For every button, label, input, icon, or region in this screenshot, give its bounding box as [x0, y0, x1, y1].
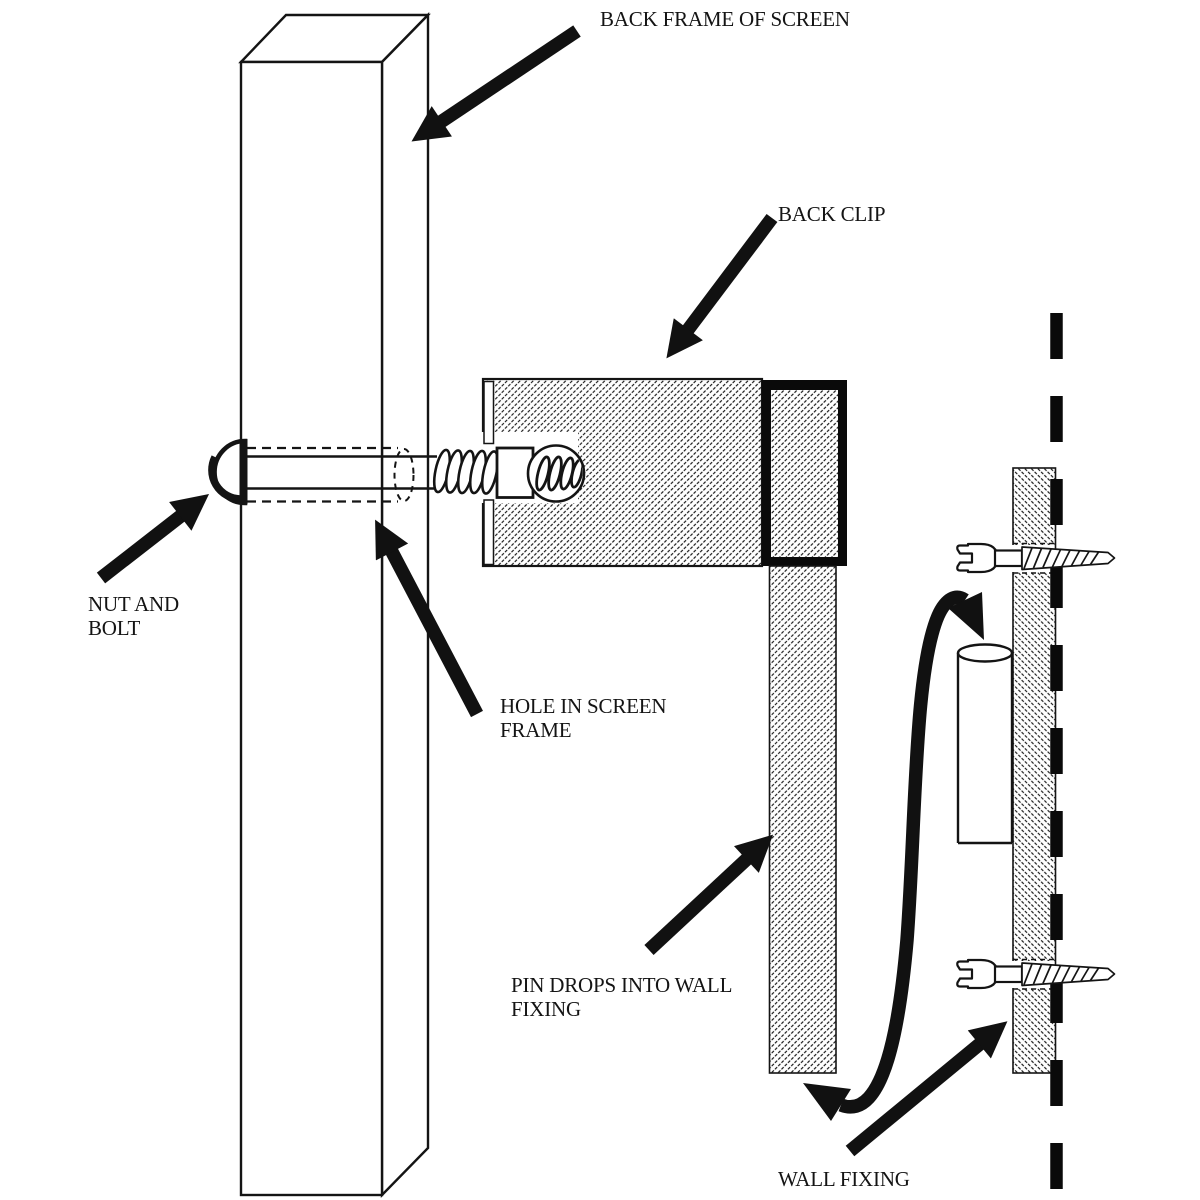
post-front-face [239, 60, 384, 1197]
clip-slot-bottom [483, 499, 495, 566]
label-wall-fixing: WALL FIXING [778, 1167, 910, 1191]
curved-arrowhead-top [948, 592, 984, 640]
pin-cylinder [956, 643, 1014, 845]
clip-bracket [762, 380, 847, 566]
back-frame-post [238, 12, 431, 1198]
curved-arrow [803, 590, 984, 1121]
arrow-back-clip [666, 213, 778, 359]
nut-and-bolt [208, 438, 586, 506]
arrow-wall-fixing [845, 1021, 1008, 1157]
label-hole-in-screen-frame: HOLE IN SCREEN FRAME [500, 694, 667, 742]
label-back-clip: BACK CLIP [778, 202, 886, 226]
clip-slot-top [483, 380, 495, 445]
wall-screw-top [956, 542, 1116, 574]
hole-ellipse [393, 448, 415, 502]
nut [495, 446, 535, 499]
hole-in-frame-dashed [247, 446, 415, 503]
bolt-threads [432, 448, 500, 495]
arrow-nut-and-bolt [96, 493, 210, 584]
arrow-hole-in-frame [375, 519, 483, 718]
label-nut-and-bolt: NUT AND BOLT [88, 592, 179, 640]
arrow-back-frame [411, 25, 581, 142]
curved-arrowhead-bottom [803, 1083, 851, 1121]
label-back-frame-of-screen: BACK FRAME OF SCREEN [600, 7, 850, 31]
bolt-end-circle [526, 444, 586, 503]
back-clip [480, 377, 847, 568]
pin-bar [768, 565, 837, 1074]
wall-screw-bottom [956, 958, 1116, 990]
label-pin-drops-into-wall-fixing: PIN DROPS INTO WALL FIXING [511, 973, 733, 1021]
arrow-pin-drops [644, 834, 774, 955]
